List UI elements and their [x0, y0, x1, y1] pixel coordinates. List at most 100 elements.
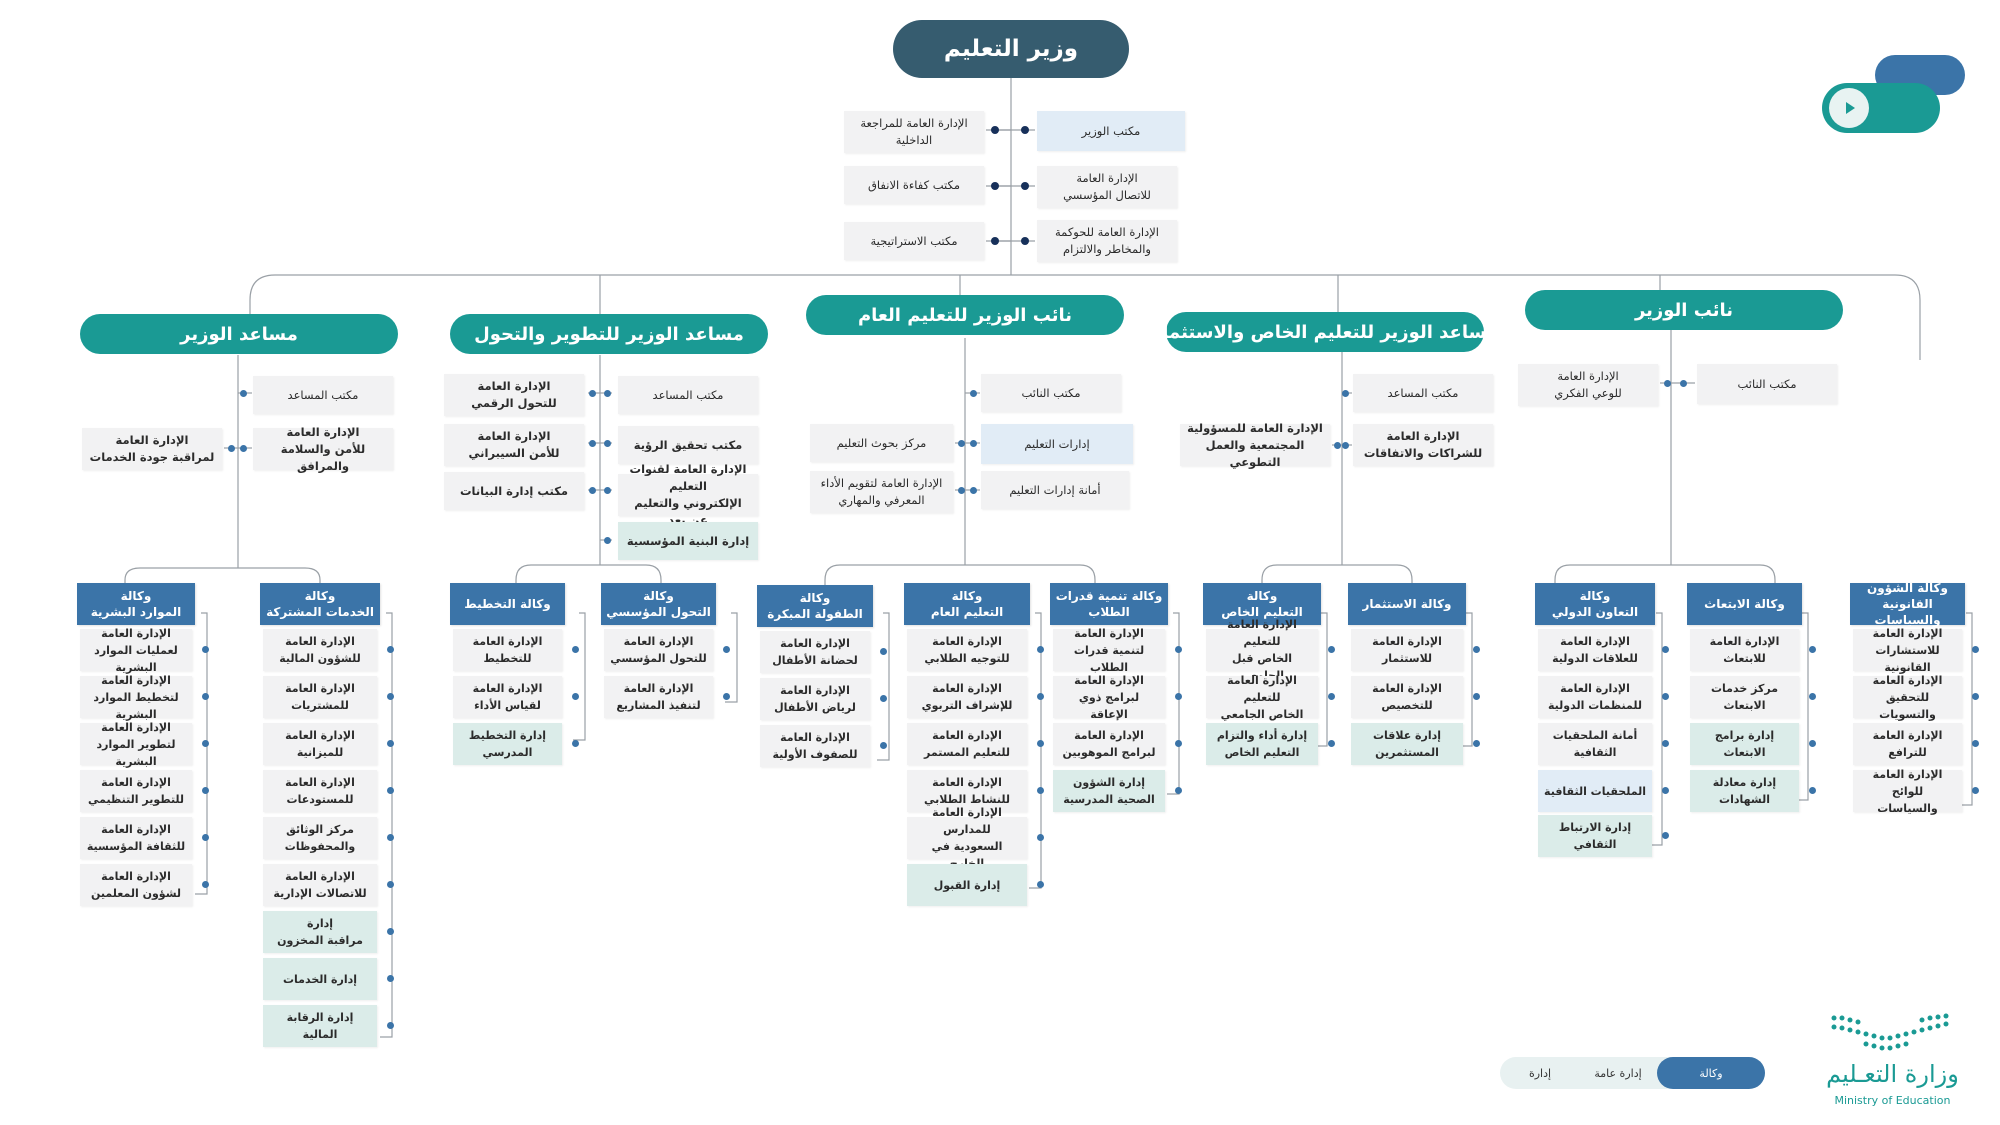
assistant-office[interactable]: مكتب المساعد: [253, 376, 393, 414]
deputy-office[interactable]: مكتب النائب: [1697, 364, 1837, 404]
connector-dot: [1175, 646, 1182, 653]
data-management-office[interactable]: مكتب إدارة البيانات: [444, 472, 584, 510]
deputy-minister[interactable]: نائب الوزير: [1525, 290, 1843, 330]
agency-innovation[interactable]: وكالة الابتعاث: [1687, 583, 1802, 625]
agency-innovation-item[interactable]: إدارة معادلة الشهادات: [1690, 770, 1799, 812]
agency-planning[interactable]: وكالة التخطيط: [450, 583, 565, 625]
assistant-minister[interactable]: مساعد الوزير: [80, 314, 398, 354]
education-research-center[interactable]: مركز بحوث التعليم: [810, 424, 953, 462]
agency-intl-item[interactable]: إدارة الارتباط الثقافي: [1538, 815, 1652, 857]
minister-box[interactable]: وزير التعليم: [893, 20, 1129, 78]
agency-shared-item[interactable]: إدارة الخدمات: [263, 958, 377, 1000]
private-assistant-office[interactable]: مكتب المساعد: [1353, 374, 1493, 412]
enterprise-architecture[interactable]: إدارة البنية المؤسسية: [618, 522, 758, 560]
minister-office[interactable]: مكتب الوزير: [1037, 111, 1185, 151]
connector-dot: [228, 445, 235, 452]
assistant-development-transformation[interactable]: مساعد الوزير للتطوير والتحول: [450, 314, 768, 354]
dev-assistant-office[interactable]: مكتب المساعد: [618, 376, 758, 414]
agency-gen_ed-item[interactable]: إدارة القبول: [907, 864, 1027, 906]
connector-dot: [572, 646, 579, 653]
spending-efficiency-office[interactable]: مكتب كفاءة الانفاق: [844, 166, 984, 204]
general-deputy-office[interactable]: مكتب النائب: [981, 374, 1121, 412]
education-departments[interactable]: إدارات التعليم: [981, 424, 1133, 464]
deputy-general-education[interactable]: نائب الوزير للتعليم العام: [806, 295, 1124, 335]
education-departments-secretariat[interactable]: أمانة إدارات التعليم: [981, 471, 1129, 509]
vision-realization-office[interactable]: مكتب تحقيق الرؤية: [618, 426, 758, 464]
agency-intl-item[interactable]: الملحقيات الثقافية: [1538, 770, 1652, 812]
strategy-office[interactable]: مكتب الاستراتيجية: [844, 222, 984, 260]
assistant-private-investment[interactable]: مساعد الوزير للتعليم الخاص والاستثمار: [1152, 312, 1498, 352]
back-button[interactable]: [1822, 83, 1940, 133]
agency-invest[interactable]: وكالة الاستثمار: [1348, 583, 1466, 625]
